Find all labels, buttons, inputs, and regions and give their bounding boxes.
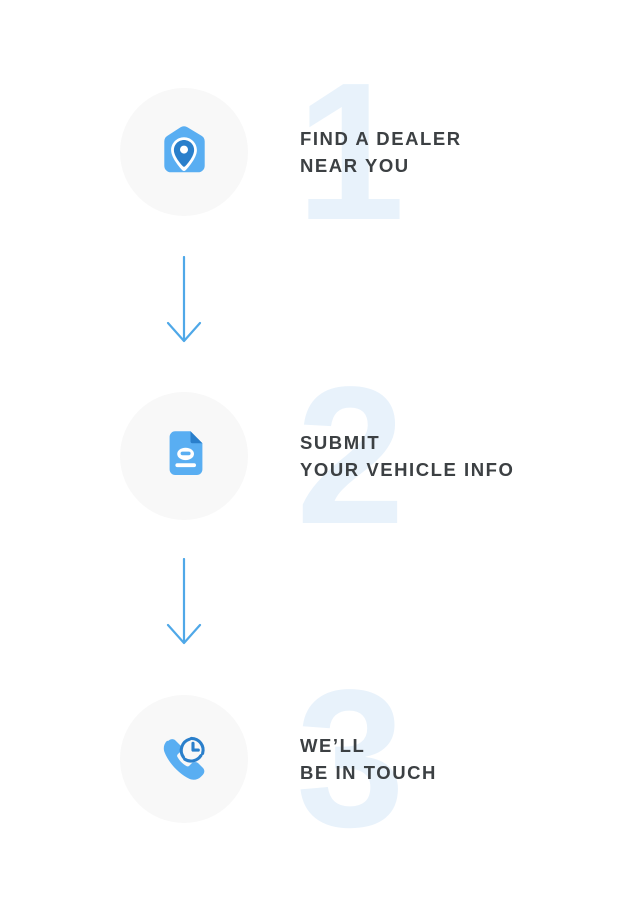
step-2-text-area: 2 SUBMIT YOUR VEHICLE INFO [296, 358, 630, 554]
arrow-down-2-icon [160, 558, 208, 650]
step-1-number-watermark: 1 [296, 42, 405, 261]
document-form-icon [156, 428, 212, 484]
step-3-label-line-2: BE IN TOUCH [300, 762, 437, 783]
step-item-3: 3 WE’LL BE IN TOUCH [0, 661, 640, 857]
step-2-label: SUBMIT YOUR VEHICLE INFO [300, 429, 630, 483]
step-2-label-line-2: YOUR VEHICLE INFO [300, 459, 515, 480]
step-2-icon-disc [120, 392, 248, 520]
step-3-number-watermark: 3 [296, 649, 405, 868]
step-2-label-line-1: SUBMIT [300, 432, 381, 453]
arrow-down-1-icon [160, 256, 208, 348]
step-item-2: 2 SUBMIT YOUR VEHICLE INFO [0, 358, 640, 554]
step-3-text-area: 3 WE’LL BE IN TOUCH [296, 661, 630, 857]
step-item-1: 1 FIND A DEALER NEAR YOU [0, 54, 640, 250]
step-1-text-area: 1 FIND A DEALER NEAR YOU [296, 54, 630, 250]
step-1-label-line-1: FIND A DEALER [300, 128, 462, 149]
phone-clock-callback-icon [156, 731, 212, 787]
home-location-pin-icon [156, 124, 212, 180]
step-3-icon-disc [120, 695, 248, 823]
step-1-icon-disc [120, 88, 248, 216]
step-1-label-line-2: NEAR YOU [300, 155, 410, 176]
step-3-label-line-1: WE’LL [300, 735, 366, 756]
step-2-number-watermark: 2 [296, 346, 405, 565]
step-3-label: WE’LL BE IN TOUCH [300, 732, 630, 786]
step-1-label: FIND A DEALER NEAR YOU [300, 125, 630, 179]
